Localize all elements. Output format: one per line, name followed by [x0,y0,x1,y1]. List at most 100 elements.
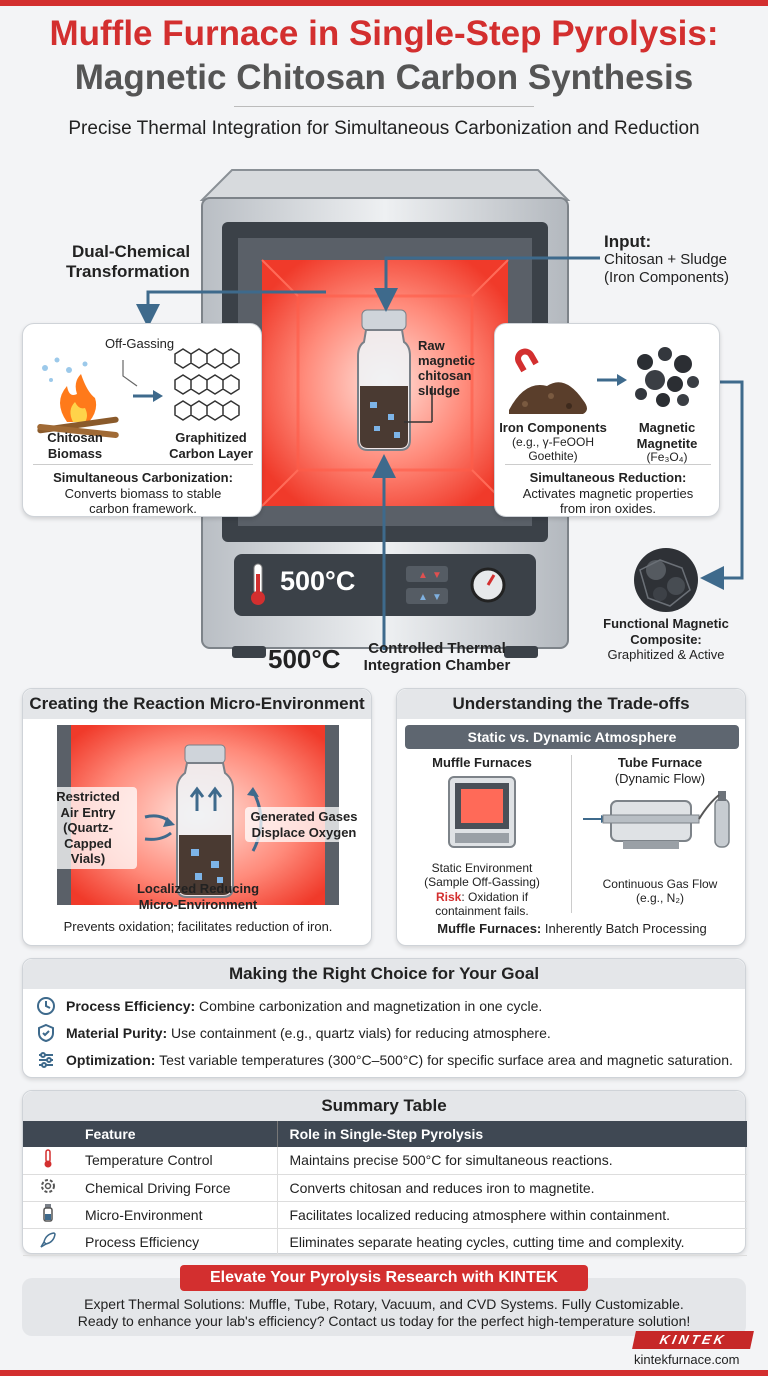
feature-column-header: Feature [73,1121,278,1147]
restricted-label-3: (Quartz-Capped [63,820,113,851]
vial-label-2: magnetic [418,353,476,368]
restricted-air-label: Restricted Air Entry (Quartz-Capped Vial… [39,787,137,869]
vial-icon [23,1201,73,1229]
iron-label-1: Iron Components [499,420,607,435]
reduction-panel: Iron Components (e.g., γ-FeOOH Goethite)… [494,323,720,517]
title-divider [234,106,534,107]
micro-environment-section: Creating the Reaction Micro-Environment … [22,688,372,946]
choice-body: Use containment (e.g., quartz vials) for… [167,1025,551,1041]
icon-column-header [23,1121,73,1147]
vial-label-1: Raw [418,338,445,353]
continuous-flow-text: Continuous Gas Flow (e.g., N₂) [577,877,743,906]
choice-text: Material Purity: Use containment (e.g., … [66,1025,551,1041]
chamber-label: Controlled Thermal Integration Chamber [352,640,522,674]
composite-label-3: Graphitized & Active [607,647,725,663]
page-title-line1: Muffle Furnace in Single-Step Pyrolysis: [49,14,719,53]
chitosan-label-2: Biomass [47,445,103,461]
feature-cell: Process Efficiency [73,1228,278,1256]
micro-environment-title: Creating the Reaction Micro-Environment [23,689,371,719]
table-row: Chemical Driving Force Converts chitosan… [23,1174,747,1202]
magnetite-formula: (Fe₃O₄) [646,450,688,464]
iron-label-2: (e.g., γ-FeOOH [511,435,594,449]
chamber-label-2: Integration Chamber [363,657,511,674]
tradeoffs-footer: Muffle Furnaces: Inherently Batch Proces… [397,921,747,937]
tradeoffs-footer-bold: Muffle Furnaces: [437,921,542,936]
choice-text: Process Efficiency: Combine carbonizatio… [66,998,542,1014]
role-column-header: Role in Single-Step Pyrolysis [277,1121,747,1147]
reduction-desc: Simultaneous Reduction: Activates magnet… [495,470,721,517]
svg-text:▼: ▼ [432,592,442,603]
risk-word: Risk [435,889,462,904]
website-link[interactable]: kintekfurnace.com [634,1352,740,1367]
carbonization-desc-2: carbon framework. [89,501,197,517]
shield-icon [38,1023,54,1043]
risk-text-2: containment fails. [435,904,529,919]
table-row: Process Efficiency Eliminates separate h… [23,1228,747,1256]
tradeoffs-section: Understanding the Trade-offs Static vs. … [396,688,746,946]
reduction-illustration [509,347,699,414]
dual-transformation-label-2: Transformation [66,262,190,281]
tube-title-1: Tube Furnace [617,755,703,770]
tube-title-2: (Dynamic Flow) [614,770,706,786]
page-subtitle: Precise Thermal Integration for Simultan… [68,118,700,139]
choice-row: Process Efficiency: Combine carbonizatio… [36,996,542,1016]
gear-icon [23,1174,73,1202]
sliders-icon [39,1052,53,1068]
carbonization-panel: Off-Gassing Chitosan Biomass Graphitized… [22,323,262,517]
carbon-label-2: Carbon Layer [169,445,253,461]
panel-divider [505,464,711,465]
composite-label-1: Functional Magnetic [603,616,729,631]
composite-label: Functional Magnetic Composite: Graphitiz… [596,616,736,663]
flow-text-2: (e.g., N₂) [636,891,684,906]
carbonization-desc: Simultaneous Carbonization: Converts bio… [23,470,263,517]
summary-table: Feature Role in Single-Step Pyrolysis Te… [23,1121,747,1256]
magnetite-label-2: Magnetite [636,435,698,451]
reduction-desc-1: Activates magnetic properties [522,485,694,501]
tube-furnace-title: Tube Furnace (Dynamic Flow) [577,755,743,786]
static-environment-text: Static Environment (Sample Off-Gassing) … [397,861,567,919]
chamber-temperature: 500°C [268,644,341,674]
muffle-furnaces-title: Muffle Furnaces [432,755,532,770]
choice-body: Test variable temperatures (300°C–500°C)… [155,1052,733,1068]
vial-label-3: chitosan [418,368,472,383]
restricted-label-1: Restricted [56,789,120,804]
flow-text-1: Continuous Gas Flow [602,877,718,891]
restricted-label-4: Vials) [70,851,106,867]
cta-line1: Expert Thermal Solutions: Muffle, Tube, … [84,1296,684,1312]
risk-text-1: : Oxidation if [461,889,529,904]
rocket-icon [23,1228,73,1256]
chitosan-label-1: Chitosan [47,430,103,445]
role-cell: Eliminates separate heating cycles, cutt… [277,1228,747,1256]
generated-gases-label: Generated Gases Displace Oxygen [245,807,363,843]
panel-divider [33,464,253,465]
kintek-logo: KINTEK [632,1331,754,1349]
tradeoffs-illustration [448,776,730,849]
bottom-accent-bar [0,1370,768,1376]
iron-components-detail: (e.g., γ-FeOOH Goethite) [495,435,611,464]
risk-text: Risk: Oxidation if [397,890,567,904]
role-cell: Converts chitosan and reduces iron to ma… [277,1174,747,1202]
choice-body: Combine carbonization and magnetization … [195,998,543,1014]
static-text-2: (Sample Off-Gassing) [424,875,540,890]
chamber-label-1: Controlled Thermal [368,640,506,657]
carbonization-illustration [37,348,240,438]
composite-label-2: Composite: [630,631,702,647]
summary-section: Summary Table Feature Role in Single-Ste… [22,1090,747,1256]
vial-label-4: sludge [418,383,460,398]
furnace-diagram: ▲ ▼ ▲ ▼ [136,169,744,658]
clock-icon [37,997,55,1015]
input-line1: Chitosan + Sludge [604,251,728,268]
tradeoffs-footer-text: Inherently Batch Processing [541,921,707,936]
carbon-layer-label: Graphitized Carbon Layer [159,430,263,461]
restricted-label-2: Air Entry [60,804,116,820]
localized-reducing-label: Localized Reducing Micro-Environment [123,881,273,912]
cta-banner[interactable]: Elevate Your Pyrolysis Research with KIN… [180,1265,588,1291]
localized-label-1: Localized Reducing [136,881,260,896]
tradeoffs-subheader: Static vs. Dynamic Atmosphere [405,725,739,749]
generated-label-1: Generated Gases [250,809,358,824]
magnetite-label: Magnetic Magnetite [615,420,719,451]
feature-cell: Chemical Driving Force [73,1174,278,1202]
choice-label: Optimization: [66,1052,156,1068]
choice-title: Making the Right Choice for Your Goal [23,959,745,989]
choice-row: Material Purity: Use containment (e.g., … [36,1023,551,1043]
